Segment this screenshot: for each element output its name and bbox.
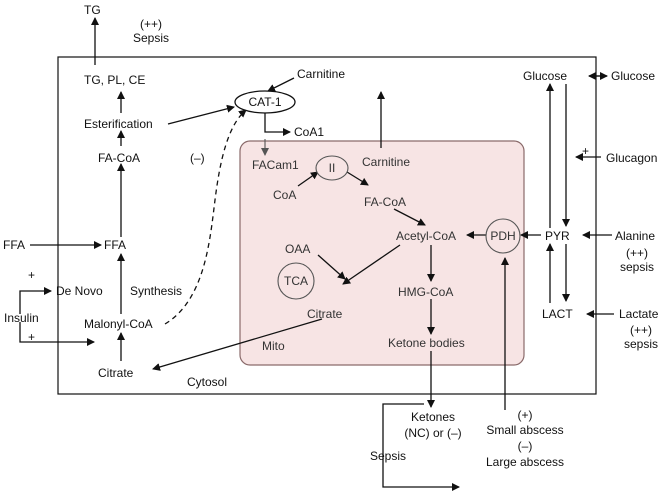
label-alanine-sepsis-1: (++) — [625, 246, 648, 260]
label-synthesis: Synthesis — [130, 284, 183, 298]
arrow-carnitine-cat1 — [267, 77, 295, 92]
label-lact: LACT — [542, 307, 573, 321]
label-facam1: FACam1 — [252, 158, 299, 172]
label-abscess-2: Small abscess — [486, 423, 564, 437]
label-pdh: PDH — [490, 229, 516, 243]
label-alanine: Alanine — [615, 229, 656, 243]
label-abscess-4: Large abscess — [485, 455, 565, 469]
label-glucose-in: Glucose — [523, 69, 568, 83]
label-lactate-sepsis-1: (++) — [629, 323, 652, 337]
label-abscess-1: (+) — [517, 408, 533, 422]
label-sepsis-bottom: Sepsis — [370, 449, 407, 463]
arrow-coa-ii — [297, 171, 319, 187]
pdh-circle — [485, 218, 521, 254]
label-de-novo: De Novo — [56, 284, 103, 298]
label-oaa: OAA — [285, 242, 311, 256]
label-alanine-sepsis-2: sepsis — [619, 260, 654, 274]
label-lactate-sepsis-2: sepsis — [623, 337, 658, 351]
label-abscess-3: (–) — [517, 439, 533, 453]
label-mito: Mito — [262, 339, 285, 353]
arrow-ester-cat1 — [167, 104, 235, 125]
label-minus-inhibition: (–) — [190, 151, 205, 165]
arrow-facoa-acetyl — [393, 208, 426, 226]
label-ffa-in: FFA — [104, 238, 127, 252]
label-coa1: CoA1 — [294, 125, 325, 139]
label-esterification: Esterification — [84, 117, 153, 131]
label-glucose-out: Glucose — [611, 69, 656, 83]
label-sepsis-top-2: Sepsis — [132, 31, 170, 45]
arrow-ii-facoa — [346, 171, 369, 186]
label-cat1: CAT-1 — [248, 95, 282, 109]
label-tg-top: TG — [84, 3, 101, 17]
label-tca: TCA — [284, 274, 308, 288]
label-cytosol: Cytosol — [187, 375, 228, 389]
label-glucagon-plus: + — [582, 144, 590, 158]
arrow-oaa-citrate — [317, 254, 346, 280]
label-glucagon: Glucagon — [606, 151, 658, 165]
cat1-ellipse — [234, 90, 296, 114]
label-citrate-mito: Citrate — [307, 307, 343, 321]
label-facoa-left: FA-CoA — [98, 151, 141, 165]
arrow-insulin-citrate — [19, 322, 95, 346]
label-insulin: Insulin — [4, 311, 39, 325]
label-plus-2: + — [28, 330, 36, 344]
label-malonyl-coa: Malonyl-CoA — [84, 317, 153, 331]
mitochondrion — [239, 140, 525, 366]
label-sepsis-top-1: (++) — [139, 17, 162, 31]
label-acetyl-coa: Acetyl-CoA — [396, 229, 457, 243]
label-carnitine-top: Carnitine — [297, 67, 346, 81]
label-ketones-2: (NC) or (–) — [404, 426, 462, 440]
label-facoa-mito: FA-CoA — [364, 195, 407, 209]
arrow-sepsis-bracket — [382, 403, 460, 491]
label-hmg-coa: HMG-CoA — [398, 285, 454, 299]
label-coa: CoA — [273, 188, 297, 202]
label-citrate-cytosol: Citrate — [98, 366, 134, 380]
ii-ellipse — [315, 155, 349, 181]
label-tg-pl-ce: TG, PL, CE — [84, 73, 146, 87]
label-pyr: PYR — [545, 229, 570, 243]
cytosol-boundary — [57, 56, 597, 395]
tca-circle — [277, 262, 315, 300]
arrow-citrate-export — [152, 318, 323, 371]
label-lactate: Lactate — [619, 307, 659, 321]
label-ketone-bodies: Ketone bodies — [388, 336, 465, 350]
label-plus-1: + — [28, 268, 36, 282]
arrow-malonyl-inhibits-cat1 — [164, 109, 247, 325]
arrow-cat1-coa1 — [264, 112, 291, 136]
arrow-insulin-denovo — [19, 287, 52, 314]
label-ffa-out: FFA — [3, 238, 26, 252]
arrow-acetyl-citrate — [342, 244, 401, 285]
label-carnitine-mito: Carnitine — [362, 155, 411, 169]
label-ketones-1: Ketones — [410, 410, 456, 424]
label-ii: II — [328, 161, 336, 175]
